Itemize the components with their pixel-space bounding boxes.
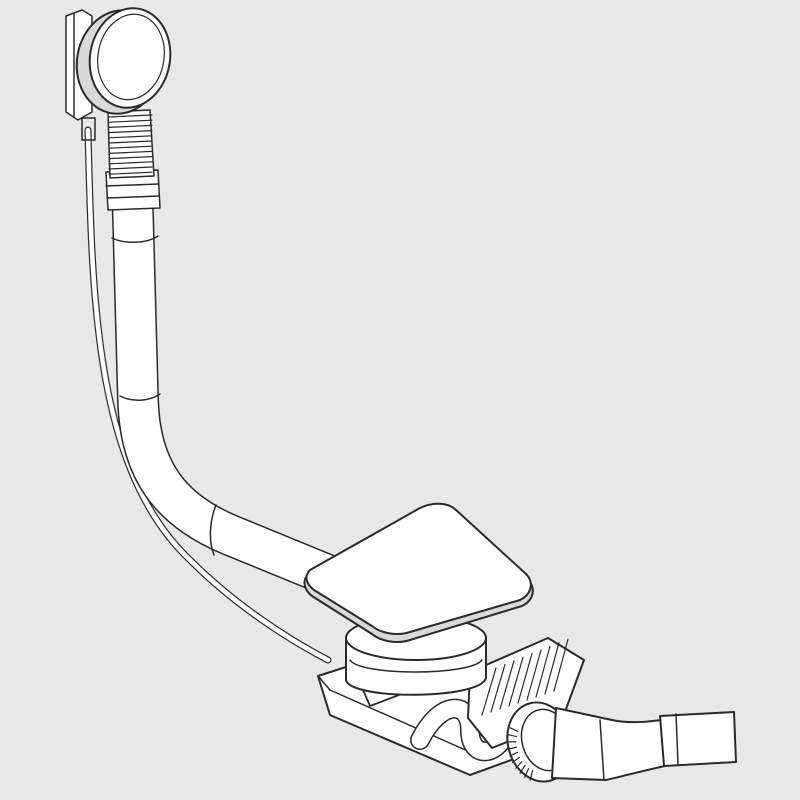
rib-line — [108, 161, 153, 165]
rib-line — [108, 124, 153, 129]
rib-line — [526, 649, 542, 701]
rib-line — [515, 761, 523, 769]
drain-plug — [303, 502, 534, 643]
rib-line — [108, 135, 153, 139]
rib-line — [529, 769, 534, 781]
rib-line — [509, 727, 519, 732]
outlet-pipe — [551, 707, 737, 781]
rib-line — [511, 756, 520, 764]
overflow-knob — [75, 7, 172, 115]
rib-line — [517, 652, 533, 704]
rib-line — [490, 663, 506, 713]
rib-line — [553, 638, 569, 692]
rib-line — [108, 130, 153, 134]
overflow-pipe — [111, 159, 361, 601]
rib-line — [544, 642, 560, 695]
rib-line — [108, 156, 153, 160]
rib-line — [499, 660, 515, 710]
rib-line — [481, 667, 497, 716]
rib-line — [108, 150, 153, 154]
corrugated-sleeve — [107, 109, 155, 179]
rib-line — [108, 119, 153, 123]
rib-line — [524, 767, 530, 778]
rib-line — [507, 734, 518, 738]
rib-line — [108, 114, 153, 118]
rib-line — [108, 166, 153, 170]
rib-line — [108, 140, 153, 144]
rib-line — [507, 746, 517, 750]
rib-line — [509, 751, 519, 757]
rib-line — [108, 145, 153, 149]
rib-line — [535, 645, 551, 698]
rib-line — [108, 171, 153, 175]
control-cable — [81, 117, 332, 664]
rib-line — [508, 656, 524, 707]
rib-line — [519, 764, 526, 774]
